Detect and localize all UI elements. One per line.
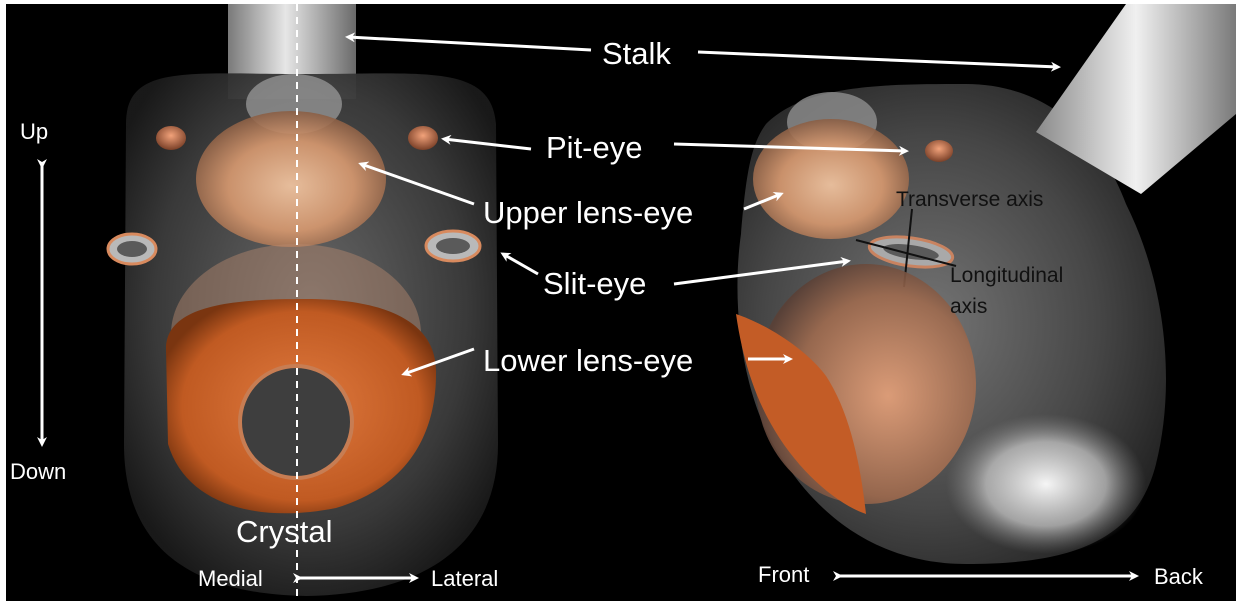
stalk-label: Stalk (602, 38, 671, 69)
slit-eye-arrow-left (503, 254, 538, 274)
left-pit-eye-medial (156, 126, 186, 150)
crystal-label: Crystal (236, 516, 332, 547)
stalk-arrow-right (698, 52, 1058, 67)
medial-label: Medial (198, 568, 263, 590)
diagram-graphics (6, 4, 1236, 601)
right-upper-lens-eye (753, 119, 909, 239)
back-label: Back (1154, 566, 1203, 588)
slit-eye-label: Slit-eye (543, 268, 646, 299)
longitudinal-axis-label-line1: Longitudinal (950, 265, 1063, 286)
down-label: Down (10, 461, 66, 483)
lateral-label: Lateral (431, 568, 498, 590)
left-slit-eye-medial (108, 234, 156, 264)
up-label: Up (20, 121, 48, 143)
left-slit-eye-lateral (426, 231, 480, 261)
transverse-axis-label: Transverse axis (896, 189, 1043, 210)
right-crystal-highlight (946, 414, 1146, 554)
longitudinal-axis-label-line2: axis (950, 296, 987, 317)
front-view (108, 4, 498, 601)
right-pit-eye (925, 140, 953, 162)
left-upper-lens-eye (196, 111, 386, 247)
rhopalium-diagram: Stalk Pit-eye Upper lens-eye Slit-eye Lo… (6, 4, 1236, 601)
stalk-arrow-left (348, 37, 591, 50)
lower-lens-eye-label: Lower lens-eye (483, 345, 693, 376)
pit-eye-label: Pit-eye (546, 132, 642, 163)
front-label: Front (758, 564, 809, 586)
left-pit-eye-lateral (408, 126, 438, 150)
upper-lens-eye-label: Upper lens-eye (483, 197, 693, 228)
